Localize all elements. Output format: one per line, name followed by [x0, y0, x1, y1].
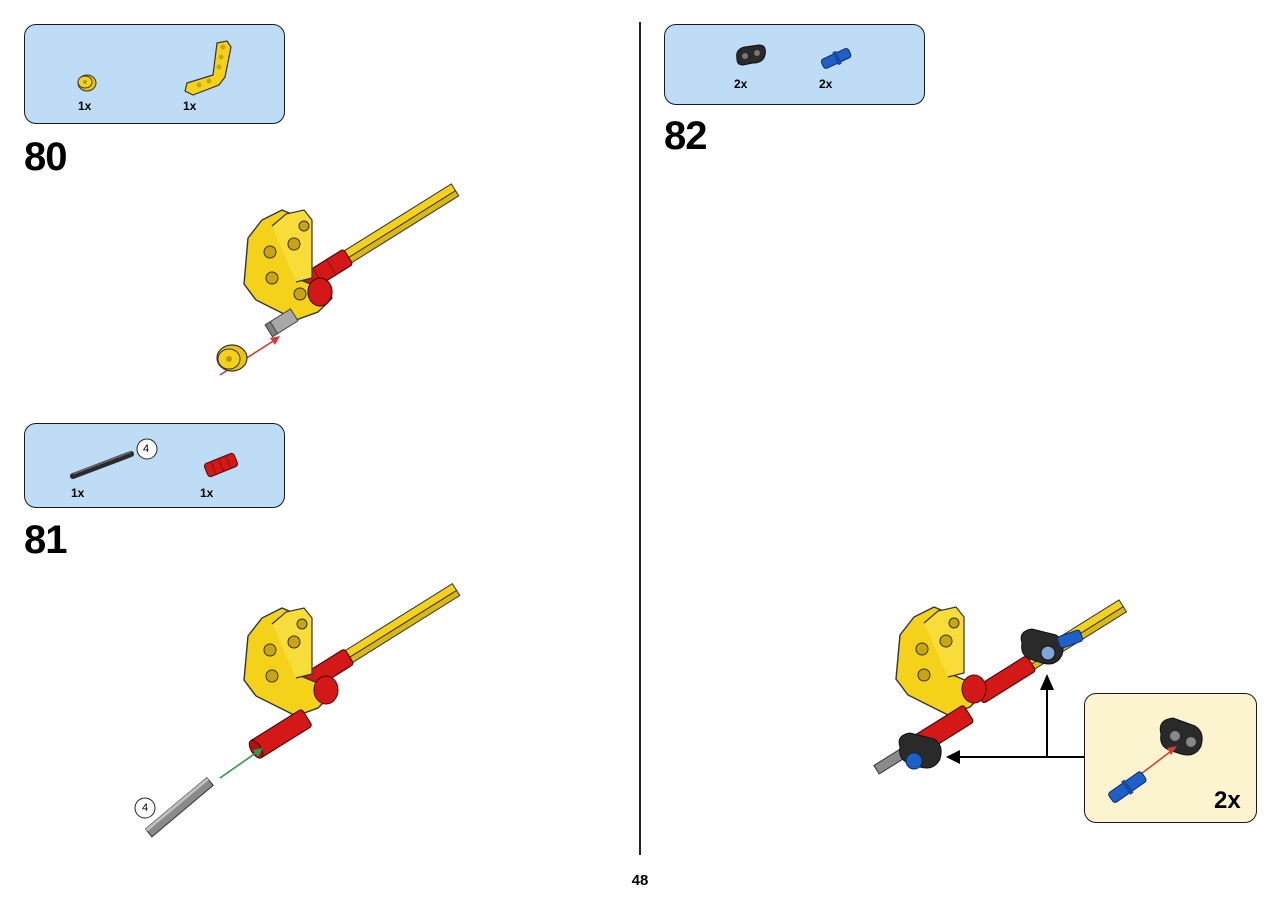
yellow-axle-shaft [340, 183, 460, 266]
length-callout-circle [136, 438, 158, 460]
subassembly-qty: 2x [1214, 787, 1241, 814]
double-cross-block-upper [1020, 628, 1083, 665]
subassembly-box: 2x [1084, 693, 1257, 823]
step-81-assembly [134, 582, 461, 838]
bush-half-yellow-icon [77, 74, 97, 92]
yellow-l-beam [243, 607, 334, 717]
yellow-half-bush [216, 344, 248, 372]
step-82-parts-box: 2x 2x [664, 24, 925, 105]
step-80-assembly [216, 183, 460, 376]
step-number: 81 [24, 518, 67, 562]
double-cross-block-black-icon [1159, 717, 1203, 756]
step-number: 80 [24, 135, 67, 179]
page-number: 48 [631, 872, 649, 889]
callout-length-label: 4 [142, 802, 149, 814]
axle-black-icon [70, 451, 134, 479]
axle-pin-blue-icon [1108, 771, 1147, 803]
subassembly-diagram [1108, 717, 1203, 803]
page-divider [639, 22, 641, 855]
red-bush [313, 675, 339, 705]
step-number: 82 [664, 114, 707, 158]
part-qty: 1x [78, 99, 92, 113]
l-beam-yellow-icon [184, 40, 232, 96]
part-qty: 1x [200, 486, 214, 500]
gray-axle-end [264, 308, 299, 338]
axle-pin-blue-icon [820, 48, 852, 69]
part-qty: 2x [819, 77, 833, 91]
axle-connector-red-icon [203, 452, 239, 478]
part-qty: 1x [183, 99, 197, 113]
insert-arrow [1140, 747, 1176, 775]
double-cross-block-black-icon [736, 44, 766, 66]
red-bush [961, 674, 987, 704]
length-callout-circle [134, 797, 156, 819]
step-81-parts-box: 4 1x 1x [24, 423, 285, 508]
step-80-parts-box: 1x 1x [24, 24, 285, 124]
insert-arrow [219, 749, 261, 779]
part-qty: 2x [734, 77, 748, 91]
double-cross-block-lower [898, 732, 942, 770]
part-qty: 1x [71, 486, 85, 500]
gray-axle-4 [144, 776, 214, 838]
axle-length-label: 4 [143, 443, 150, 455]
red-bush [307, 277, 333, 307]
step-82-assembly [873, 599, 1128, 775]
yellow-axle-shaft [341, 582, 458, 660]
placement-arrows [946, 674, 1085, 764]
